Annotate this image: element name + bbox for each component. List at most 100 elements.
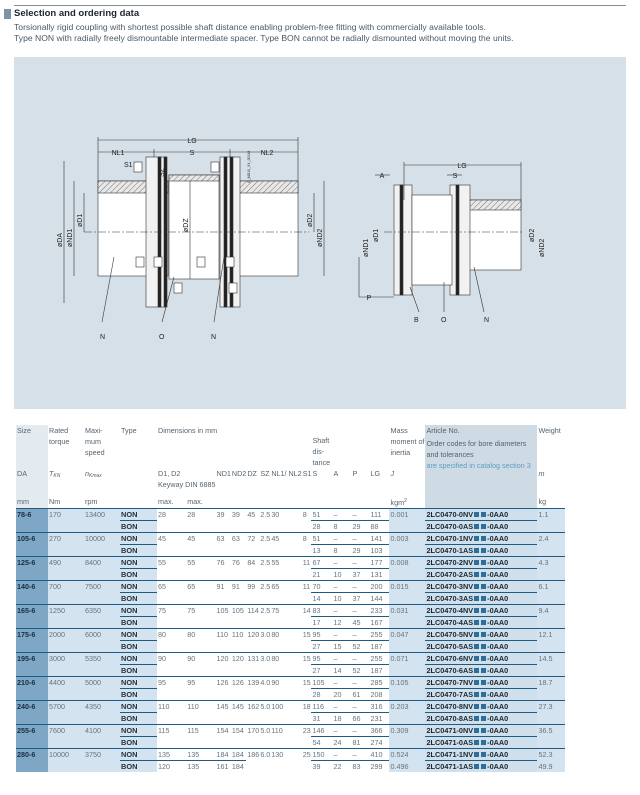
empty-cell (270, 545, 301, 557)
empty-cell (231, 521, 246, 533)
unit-speed: rpm (85, 497, 98, 506)
svg-text:NL1: NL1 (112, 150, 125, 157)
torque-value: 170 (48, 508, 84, 533)
empty-cell (186, 713, 215, 725)
col-mass-moment: Mass moment of inertia (390, 426, 425, 457)
catalog-link[interactable]: are specified in catalog section 3 (426, 461, 531, 470)
article-code: 2LC0470-1NV (426, 534, 474, 543)
sym-a: A (333, 469, 339, 478)
dz-value: 114 (246, 604, 260, 617)
article-code: 2LC0470-7AS (426, 690, 474, 699)
sym-torque: TKN (49, 469, 61, 479)
article-bon[interactable]: 2LC0470-6AS-0AA0 (425, 664, 538, 677)
coupling-drawings: LG NL1 S NL2 S1 N O N øDA øND1 øD1 øDZ ø… (14, 57, 626, 409)
p-value: – (351, 556, 370, 569)
s-value: 67 (311, 556, 333, 569)
order-code-square-icon (481, 704, 487, 709)
empty-cell (259, 569, 270, 581)
nd1-value: 110 (215, 628, 231, 641)
article-bon[interactable]: 2LC0470-2AS-0AA0 (425, 568, 538, 581)
nd1-value: 76 (215, 556, 231, 569)
article-non[interactable]: 2LC0470-0NV-0AA0 (425, 508, 538, 521)
drawing-non-labels: LG NL1 S NL2 S1 N O N øDA øND1 øD1 øDZ ø… (57, 138, 324, 341)
empty-cell (270, 641, 301, 653)
article-bon[interactable]: 2LC0470-1AS-0AA0 (425, 544, 538, 557)
article-bon[interactable]: 2LC0470-8AS-0AA0 (425, 712, 538, 725)
speed-value: 4100 (84, 724, 120, 749)
p-value: – (351, 580, 370, 593)
article-suffix: -0AA0 (487, 534, 509, 543)
empty-cell (186, 689, 215, 701)
torque-value: 7600 (48, 724, 84, 749)
sym-m: m (538, 469, 545, 478)
a-value: 8 (333, 522, 338, 531)
article-non[interactable]: 2LC0470-4NV-0AA0 (425, 604, 538, 617)
sym-speed: nKmax (85, 469, 102, 479)
d1-value: 110 (157, 700, 187, 713)
type-bon: BON (120, 616, 157, 629)
type-bon: BON (120, 736, 157, 749)
empty-cell (259, 641, 270, 653)
sz-value: 2.5 (259, 580, 271, 593)
article-non[interactable]: 2LC0471-0NV-0AA0 (425, 724, 538, 737)
article-bon[interactable]: 2LC0471-0AS-0AA0 (425, 736, 538, 749)
empty-cell (216, 617, 231, 629)
article-bon[interactable]: 2LC0470-3AS-0AA0 (425, 592, 538, 605)
lg-value: 274 (370, 738, 383, 747)
empty-cell (246, 641, 259, 653)
lg-value: 285 (369, 676, 390, 689)
empty-cell (270, 761, 301, 773)
d1-value: 28 (157, 508, 187, 521)
order-code-square-icon (474, 512, 480, 517)
article-non[interactable]: 2LC0470-1NV -0AA0 (425, 532, 538, 545)
weight-value: 12.1 (537, 628, 566, 653)
s-value: 51 (311, 508, 333, 521)
speed-value: 10000 (84, 532, 120, 557)
selection-table: Size Rated torque Maxi- mum speed Type D… (16, 425, 566, 773)
dz-value: 120 (246, 628, 260, 641)
article-suffix: -0AA0 (487, 654, 509, 663)
article-code: 2LC0470-6NV (426, 654, 474, 663)
a-value: 10 (333, 570, 342, 579)
type-non: NON (120, 724, 157, 737)
nl-value: 130 (270, 748, 302, 761)
drawing-bon (358, 162, 524, 313)
empty-cell (157, 689, 186, 701)
article-bon[interactable]: 2LC0470-4AS-0AA0 (425, 616, 538, 629)
svg-text:øD1: øD1 (77, 214, 84, 227)
article-non[interactable]: 2LC0471-1NV-0AA0 (425, 748, 538, 761)
a-value: 20 (333, 690, 342, 699)
unit-d1: max. (158, 497, 174, 506)
article-bon[interactable]: 2LC0470-7AS-0AA0 (425, 688, 538, 701)
article-non[interactable]: 2LC0470-5NV-0AA0 (425, 628, 538, 641)
svg-text:NL2: NL2 (261, 150, 274, 157)
lg-value: 255 (369, 628, 390, 641)
torque-value: 270 (48, 532, 84, 557)
speed-value: 4350 (84, 700, 120, 725)
d2-value: 95 (186, 676, 216, 689)
empty-cell (157, 569, 186, 581)
article-non[interactable]: 2LC0470-8NV-0AA0 (425, 700, 538, 713)
lg-value: 167 (370, 618, 383, 627)
article-bon[interactable]: 2LC0470-0AS-0AA0 (425, 520, 538, 533)
col-shaft-distance: Shaft dis- tance (312, 436, 331, 467)
article-code: 2LC0470-3AS (426, 594, 474, 603)
article-bon[interactable]: 2LC0470-5AS-0AA0 (425, 640, 538, 653)
p-value: 29 (352, 546, 361, 555)
article-bon[interactable]: 2LC0471-1AS-0AA0 (425, 760, 538, 772)
speed-value: 6350 (84, 604, 120, 629)
a-value: – (332, 556, 352, 569)
j-value: 0.015 (389, 580, 426, 605)
article-non[interactable]: 2LC0470-7NV-0AA0 (425, 676, 538, 689)
weight-value: 14.5 (537, 652, 566, 677)
article-non[interactable]: 2LC0470-3NV-0AA0 (425, 580, 538, 593)
empty-cell (231, 569, 246, 581)
drawing-bon-labels: LG A S P B O N øND1 øD1 øD2 øND2 (363, 163, 546, 324)
empty-cell (186, 737, 215, 749)
article-code: 2LC0470-5NV (426, 630, 474, 639)
article-non[interactable]: 2LC0470-2NV-0AA0 (425, 556, 538, 569)
article-non[interactable]: 2LC0470-6NV -0AA0 (425, 652, 538, 665)
a-value: 8 (333, 546, 338, 555)
